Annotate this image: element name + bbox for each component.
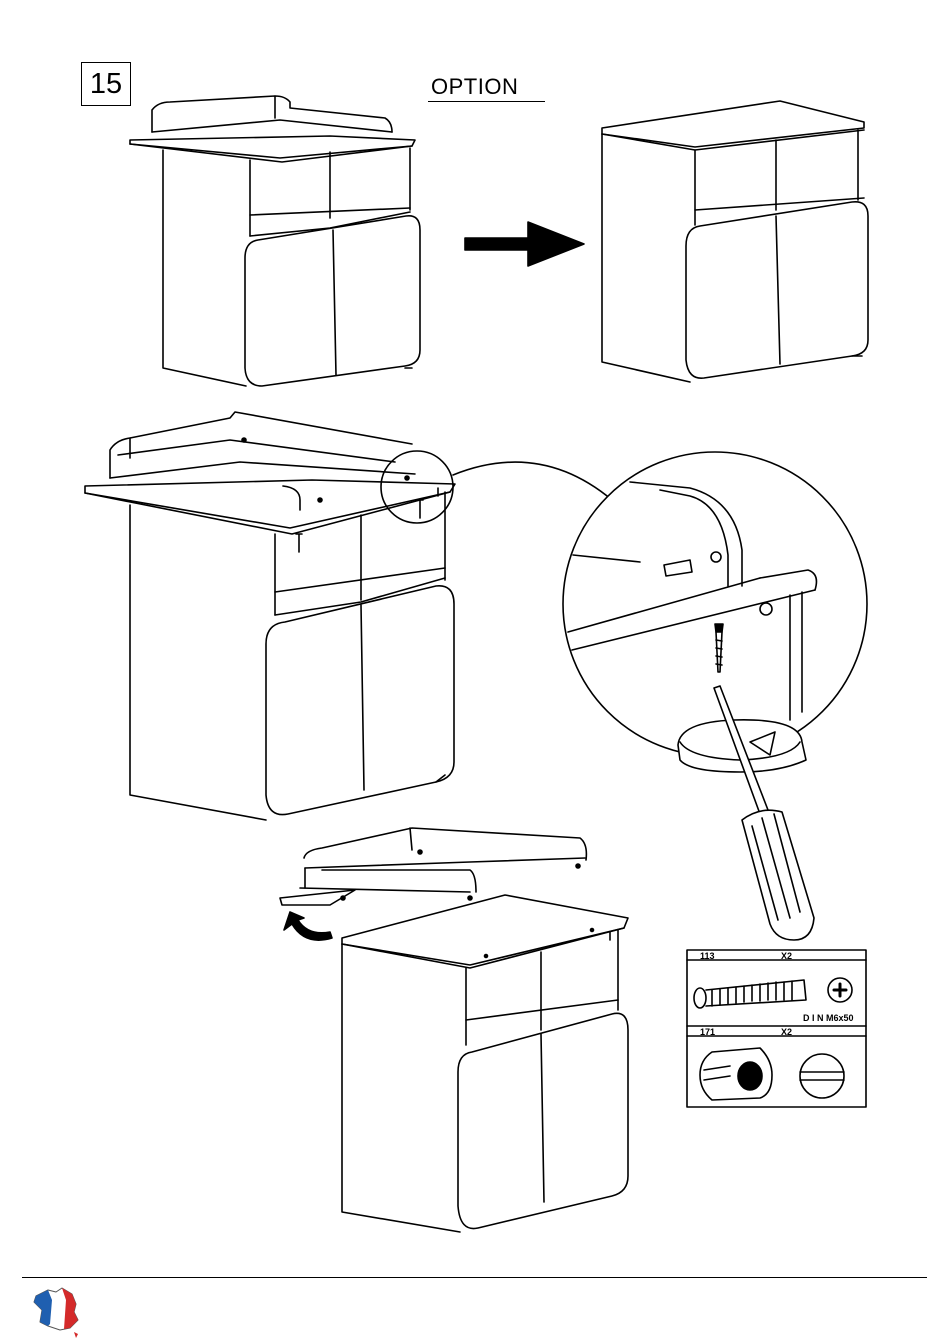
right-arrow-icon	[465, 222, 584, 266]
part-113-ref: 113	[700, 951, 715, 961]
cabinet-final	[342, 895, 628, 1232]
cabinet-with-changer-screws	[85, 412, 455, 820]
part-171-ref: 171	[700, 1027, 715, 1037]
france-map-flag-icon	[34, 1288, 78, 1338]
callout-connector	[453, 462, 612, 500]
part-113-qty: X2	[781, 951, 792, 961]
changer-detached	[280, 828, 586, 905]
cabinet-without-changer-after	[602, 101, 868, 382]
cabinet-with-changer-before	[130, 96, 420, 386]
detail-magnified-circle	[563, 452, 867, 772]
footer-divider	[22, 1277, 927, 1278]
part-113-spec: D I N M6x50	[803, 1013, 854, 1023]
lift-arrow-icon	[284, 912, 332, 940]
part-171-qty: X2	[781, 1027, 792, 1037]
